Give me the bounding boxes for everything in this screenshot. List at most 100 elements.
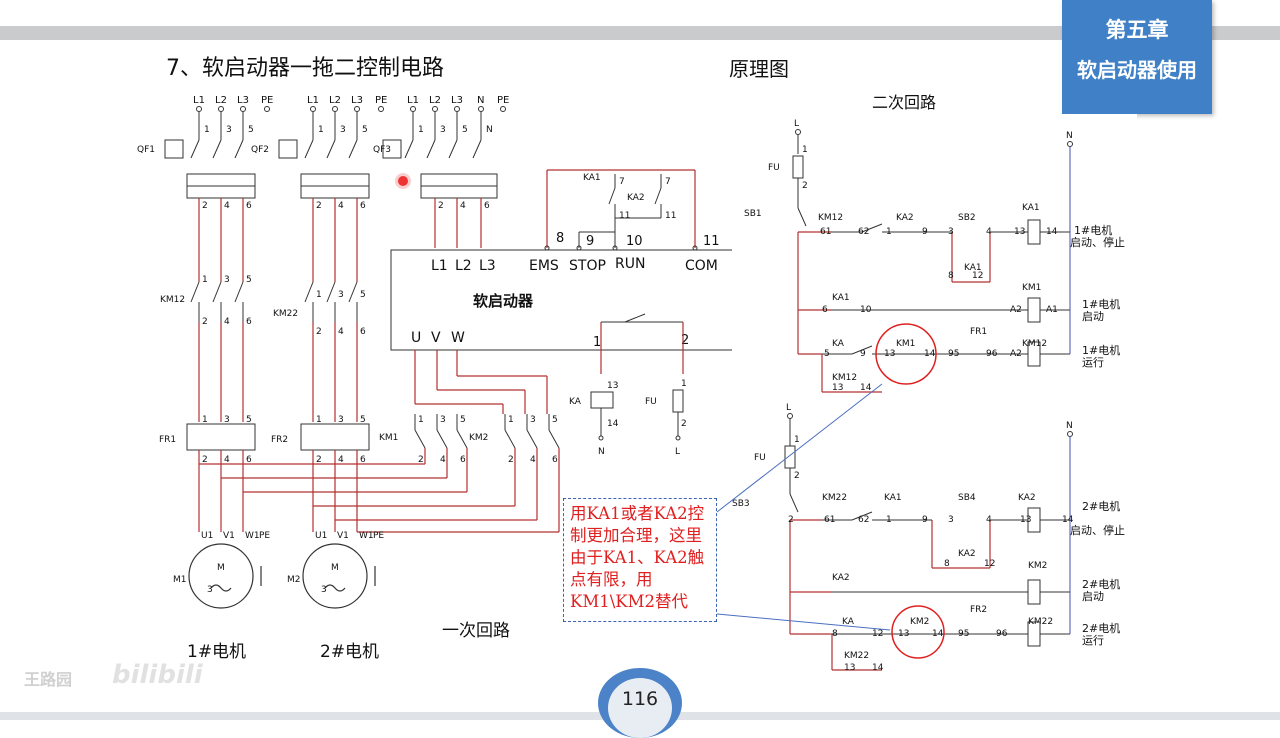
svg-text:10: 10	[626, 234, 643, 249]
svg-text:KA1: KA1	[1022, 203, 1040, 213]
svg-text:KA: KA	[832, 339, 845, 349]
svg-text:FR1: FR1	[159, 435, 176, 445]
svg-text:2#电机: 2#电机	[1082, 577, 1120, 591]
svg-text:5: 5	[360, 415, 366, 425]
svg-text:KM2: KM2	[1028, 561, 1047, 571]
svg-text:13: 13	[1020, 515, 1031, 525]
svg-text:U1: U1	[201, 531, 213, 541]
svg-text:1: 1	[886, 515, 892, 525]
svg-text:SB1: SB1	[744, 209, 762, 219]
svg-text:6: 6	[552, 455, 558, 465]
svg-text:运行: 运行	[1082, 356, 1104, 369]
svg-text:8: 8	[944, 559, 950, 569]
svg-text:8: 8	[948, 271, 954, 281]
svg-text:3: 3	[207, 585, 213, 595]
svg-text:13: 13	[832, 383, 843, 393]
svg-text:1: 1	[508, 415, 514, 425]
bilibili-watermark: bilibili	[112, 660, 203, 690]
svg-text:SB3: SB3	[732, 499, 750, 509]
svg-text:1: 1	[204, 125, 210, 135]
svg-text:M: M	[331, 563, 339, 573]
svg-text:1: 1	[802, 145, 808, 155]
svg-text:3: 3	[340, 125, 346, 135]
svg-text:14: 14	[607, 419, 619, 429]
svg-text:4: 4	[338, 201, 344, 211]
svg-text:4: 4	[224, 201, 230, 211]
svg-text:14: 14	[924, 349, 936, 359]
svg-text:13: 13	[844, 663, 855, 673]
svg-text:L: L	[786, 403, 791, 413]
svg-text:STOP: STOP	[569, 258, 606, 274]
svg-text:4: 4	[440, 455, 446, 465]
svg-text:3: 3	[224, 415, 230, 425]
svg-text:6: 6	[360, 455, 366, 465]
svg-text:启动、停止: 启动、停止	[1070, 523, 1125, 537]
svg-text:2: 2	[316, 327, 322, 337]
svg-text:N: N	[486, 125, 493, 135]
svg-text:COM: COM	[685, 258, 718, 274]
svg-text:2: 2	[202, 201, 208, 211]
svg-text:6: 6	[822, 305, 828, 315]
svg-text:6: 6	[246, 455, 252, 465]
svg-text:11: 11	[619, 211, 630, 221]
svg-text:KA2: KA2	[832, 573, 850, 583]
svg-text:6: 6	[460, 455, 466, 465]
svg-text:4: 4	[338, 327, 344, 337]
svg-text:12: 12	[872, 629, 883, 639]
svg-text:启动: 启动	[1082, 310, 1104, 323]
svg-text:KM22: KM22	[844, 651, 869, 661]
svg-text:A2: A2	[1010, 305, 1022, 315]
svg-text:2: 2	[681, 419, 687, 429]
svg-text:启动: 启动	[1082, 590, 1104, 603]
svg-text:KA1: KA1	[884, 493, 902, 503]
svg-text:KM1: KM1	[896, 339, 915, 349]
svg-text:2: 2	[202, 455, 208, 465]
svg-text:2: 2	[794, 471, 800, 481]
svg-text:11: 11	[665, 211, 676, 221]
svg-text:1#电机: 1#电机	[1082, 343, 1120, 357]
svg-text:KA2: KA2	[958, 549, 976, 559]
svg-text:L: L	[675, 447, 680, 457]
svg-text:N: N	[1066, 131, 1073, 141]
svg-text:1: 1	[593, 335, 601, 350]
svg-text:L3: L3	[451, 95, 463, 106]
svg-text:PE: PE	[375, 95, 387, 106]
page-number: 116	[621, 688, 659, 710]
svg-text:6: 6	[360, 201, 366, 211]
svg-text:PE: PE	[259, 531, 270, 541]
svg-text:L1: L1	[407, 95, 419, 106]
svg-text:1: 1	[886, 227, 892, 237]
top-bar	[0, 26, 1280, 40]
svg-text:3: 3	[226, 125, 232, 135]
svg-text:3: 3	[321, 585, 327, 595]
svg-text:A2: A2	[1010, 349, 1022, 359]
svg-text:SB4: SB4	[958, 493, 976, 503]
svg-text:RUN: RUN	[615, 256, 645, 272]
svg-text:1: 1	[316, 415, 322, 425]
svg-text:KA2: KA2	[1018, 493, 1036, 503]
svg-text:KM12: KM12	[160, 295, 185, 305]
svg-text:FU: FU	[768, 163, 780, 173]
svg-text:9: 9	[922, 515, 928, 525]
svg-text:SB2: SB2	[958, 213, 976, 223]
svg-text:N: N	[598, 447, 605, 457]
svg-text:5: 5	[552, 415, 558, 425]
svg-text:3: 3	[440, 415, 446, 425]
svg-text:PE: PE	[261, 95, 273, 106]
svg-text:7: 7	[665, 177, 671, 187]
svg-text:M2: M2	[287, 575, 301, 585]
svg-text:QF2: QF2	[251, 145, 269, 155]
secondary-loop-label: 二次回路	[872, 93, 937, 112]
svg-text:运行: 运行	[1082, 634, 1104, 647]
svg-text:KA1: KA1	[964, 263, 982, 273]
svg-text:6: 6	[360, 327, 366, 337]
svg-text:1: 1	[681, 379, 687, 389]
svg-text:M: M	[217, 563, 225, 573]
svg-text:U1: U1	[315, 531, 327, 541]
svg-text:EMS: EMS	[529, 258, 559, 274]
motor2-caption: 2#电机	[320, 642, 380, 662]
svg-text:3: 3	[224, 275, 230, 285]
svg-text:1: 1	[318, 125, 324, 135]
svg-text:12: 12	[984, 559, 995, 569]
svg-text:4: 4	[986, 515, 992, 525]
